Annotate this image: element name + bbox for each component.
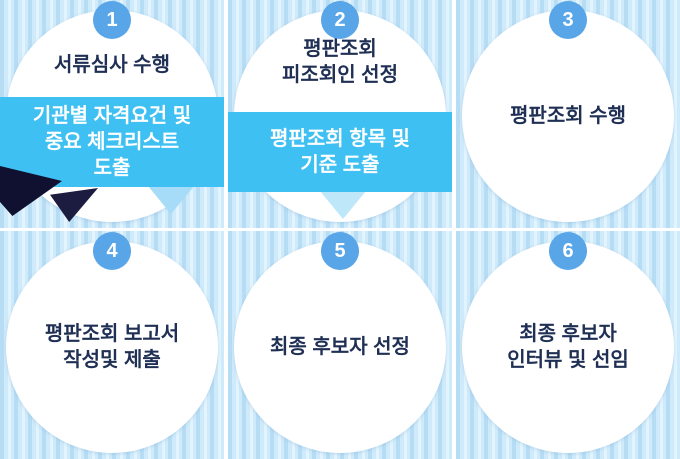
step-number-badge-5: 5	[321, 232, 359, 270]
step-title-6: 최종 후보자 인터뷰 및 선임	[507, 322, 629, 371]
step-cell-1: 1 서류심사 수행 기관별 자격요건 및 중요 체크리스트 도출	[0, 0, 224, 228]
step-number-badge-6: 6	[549, 232, 587, 270]
step-title-5: 최종 후보자 선정	[270, 335, 410, 358]
callout-pointer-triangle-1	[148, 186, 194, 214]
step-number-badge-1: 1	[93, 1, 131, 39]
step-title-4: 평판조회 보고서 작성및 제출	[44, 322, 180, 371]
step-detail-box-2: 평판조회 항목 및 기준 도출	[228, 112, 452, 192]
step-title-2: 평판조회 피조회인 선정	[282, 38, 398, 87]
step-number-4: 4	[106, 239, 118, 262]
step-number-badge-3: 3	[549, 1, 587, 39]
step-cell-2: 2 평판조회 피조회인 선정 평판조회 항목 및 기준 도출	[228, 0, 452, 228]
step-circle-6: 최종 후보자 인터뷰 및 선임	[462, 241, 674, 453]
step-cell-3: 3 평판조회 수행	[456, 0, 680, 228]
step-number-6: 6	[562, 239, 574, 262]
step-detail-box-1: 기관별 자격요건 및 중요 체크리스트 도출	[0, 97, 224, 187]
step-number-3: 3	[562, 8, 574, 31]
step-cell-6: 6 최종 후보자 인터뷰 및 선임	[456, 231, 680, 459]
step-circle-3: 평판조회 수행	[462, 10, 674, 222]
step-circle-5: 최종 후보자 선정	[234, 241, 446, 453]
step-circle-4: 평판조회 보고서 작성및 제출	[6, 241, 218, 453]
step-number-badge-4: 4	[93, 232, 131, 270]
callout-pointer-triangle-2	[320, 191, 366, 219]
step-cell-5: 5 최종 후보자 선정	[228, 231, 452, 459]
step-number-2: 2	[334, 8, 346, 31]
step-title-1: 서류심사 수행	[54, 54, 170, 76]
step-number-1: 1	[106, 8, 118, 31]
step-title-3: 평판조회 수행	[510, 104, 626, 127]
step-number-5: 5	[334, 239, 346, 262]
step-number-badge-2: 2	[321, 1, 359, 39]
step-cell-4: 4 평판조회 보고서 작성및 제출	[0, 231, 224, 459]
